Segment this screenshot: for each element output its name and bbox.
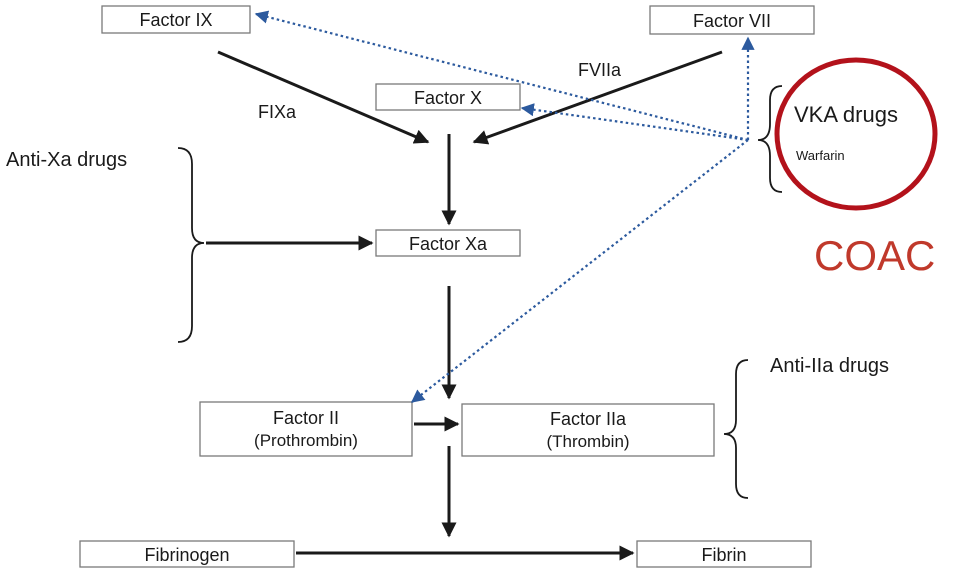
- arrow-ix-to-xa: [217, 50, 430, 144]
- fviia-label: FVIIa: [578, 60, 622, 80]
- dotted-arrow-vka-to-x: [520, 103, 749, 142]
- factor-iia-node: Factor IIa (Thrombin): [461, 403, 715, 457]
- anti-xa-drugs-label: Anti-Xa drugs: [6, 149, 127, 171]
- factor-ix-label: Factor IX: [139, 10, 212, 30]
- fixa-label: FIXa: [258, 102, 297, 122]
- factor-x-label: Factor X: [414, 88, 482, 108]
- anti-xa-brace: [177, 147, 205, 343]
- factor-vii-label: Factor VII: [693, 11, 771, 31]
- prothrombin-label: (Prothrombin): [254, 431, 358, 450]
- anti-iia-brace: [723, 359, 749, 499]
- warfarin-label: Warfarin: [796, 148, 845, 163]
- dotted-arrow-vka-to-ii: [410, 139, 749, 403]
- fibrin-node: Fibrin: [636, 540, 812, 568]
- fibrinogen-label: Fibrinogen: [144, 545, 229, 565]
- fibrin-label: Fibrin: [701, 545, 746, 565]
- anti-iia-drugs-label: Anti-IIa drugs: [770, 355, 889, 377]
- factor-xa-label: Factor Xa: [409, 234, 488, 254]
- factor-iia-label: Factor IIa: [550, 409, 627, 429]
- fibrinogen-node: Fibrinogen: [79, 540, 295, 568]
- factor-ix-node: Factor IX: [101, 5, 251, 34]
- vka-highlight-circle: [774, 57, 938, 211]
- vka-drugs-label: VKA drugs: [794, 102, 898, 127]
- factor-x-node: Factor X: [375, 83, 521, 111]
- coac-annotation: COAC: [814, 232, 935, 279]
- factor-ii-label: Factor II: [273, 408, 339, 428]
- dotted-arrow-vka-to-ix: [254, 10, 749, 142]
- vka-brace: [757, 85, 783, 193]
- factor-xa-node: Factor Xa: [375, 229, 521, 257]
- factor-ii-node: Factor II (Prothrombin): [199, 401, 413, 457]
- factor-vii-node: Factor VII: [649, 5, 815, 35]
- thrombin-label: (Thrombin): [546, 432, 629, 451]
- arrow-vii-to-xa: [472, 50, 723, 145]
